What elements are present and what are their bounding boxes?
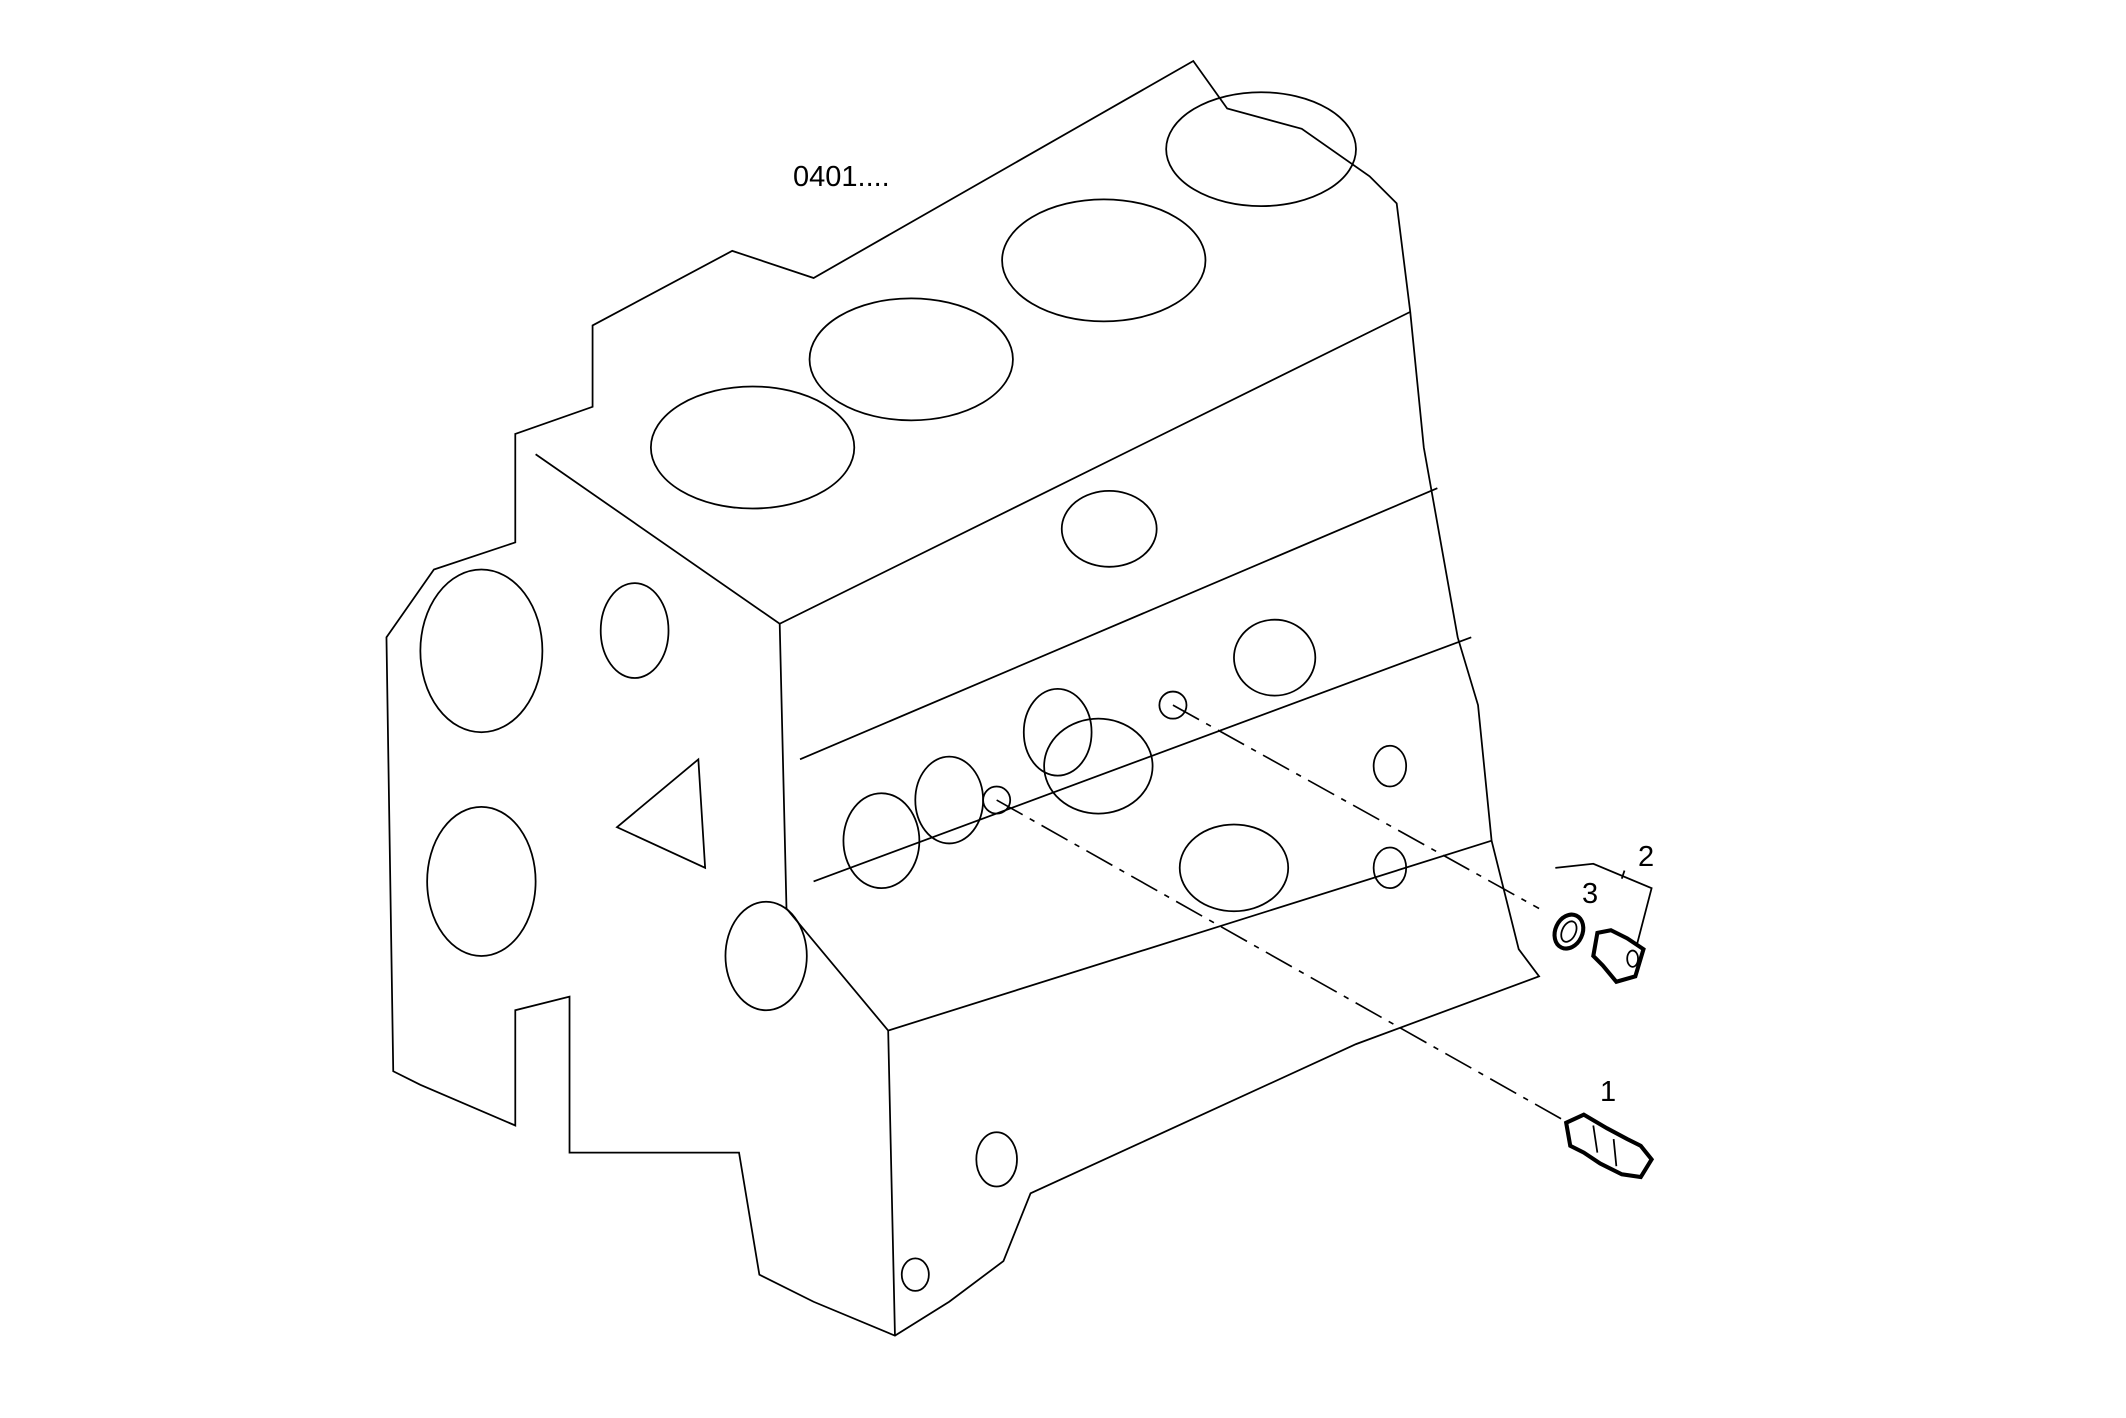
cylinder-bores bbox=[649, 91, 1357, 510]
block-holes bbox=[419, 489, 1408, 1292]
pressure-sensor-part bbox=[1563, 1112, 1655, 1180]
engine-block-outline bbox=[385, 59, 1541, 1337]
group-reference-label: 0401.... bbox=[793, 161, 890, 193]
callout-3[interactable]: 3 bbox=[1582, 878, 1599, 910]
assembly-line-sensor bbox=[996, 799, 1574, 1127]
sealing-ring-part bbox=[1552, 912, 1586, 951]
callout-1[interactable]: 1 bbox=[1600, 1076, 1617, 1108]
callout-bracket-2 bbox=[1555, 862, 1653, 957]
plug-part bbox=[1591, 928, 1646, 985]
callout-2[interactable]: 2 bbox=[1638, 841, 1655, 873]
assembly-line-plug bbox=[1172, 704, 1540, 910]
